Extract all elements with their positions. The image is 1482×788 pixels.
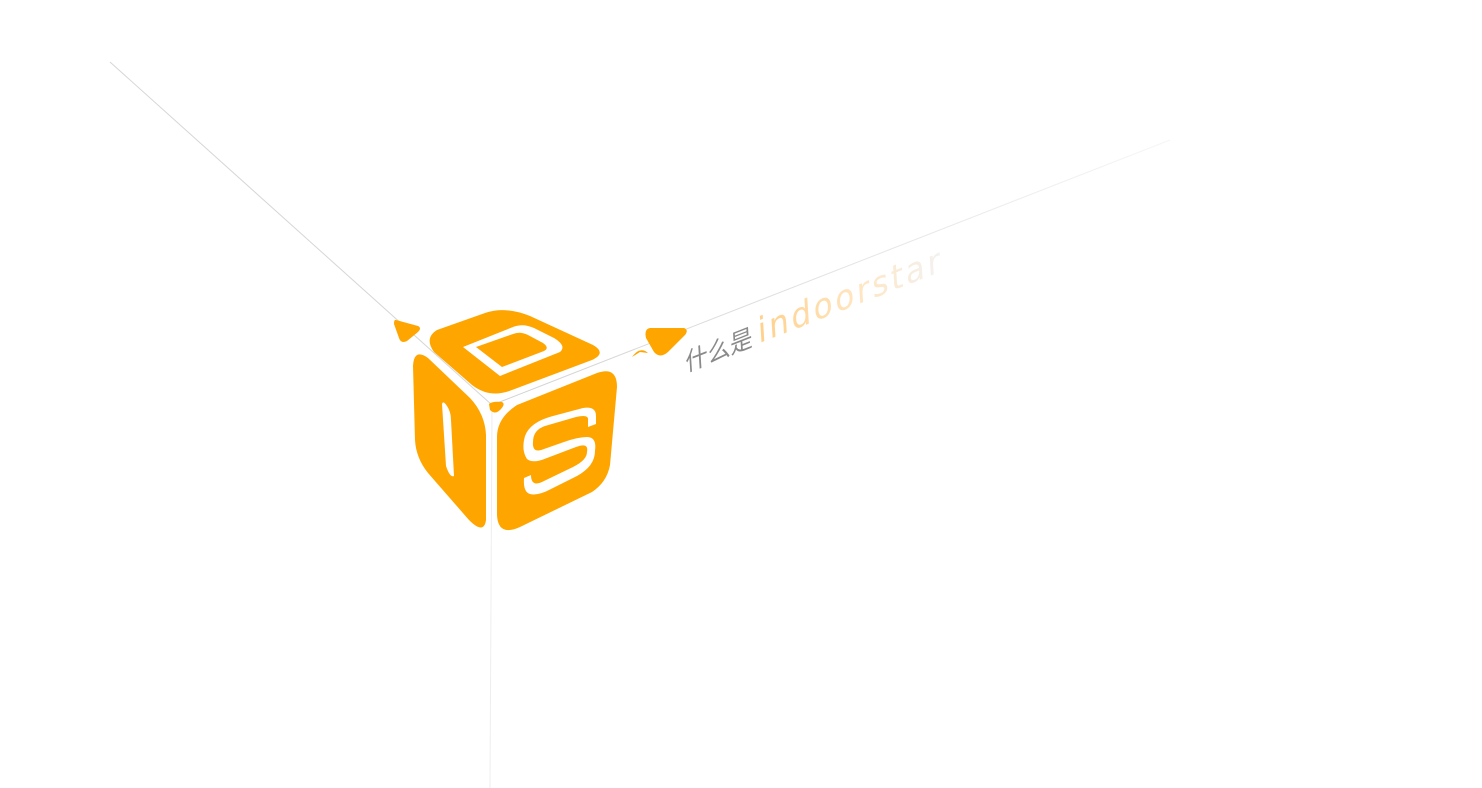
axis-line-right xyxy=(491,139,1171,406)
center-dot-icon xyxy=(489,401,504,413)
axis-line-left xyxy=(109,61,493,406)
axis-line-down xyxy=(489,404,493,788)
arrow-right-icon xyxy=(645,328,687,356)
arrow-left-icon xyxy=(394,319,420,342)
logo-cube-right xyxy=(497,371,617,531)
arrow-small-icon xyxy=(632,350,648,357)
tagline-brand: indoorstar xyxy=(757,239,944,352)
logo-cube-top xyxy=(429,310,600,394)
logo-cube-left xyxy=(413,354,486,528)
tagline: 什么是 indoorstar xyxy=(685,239,944,378)
tagline-prefix: 什么是 xyxy=(685,322,754,378)
